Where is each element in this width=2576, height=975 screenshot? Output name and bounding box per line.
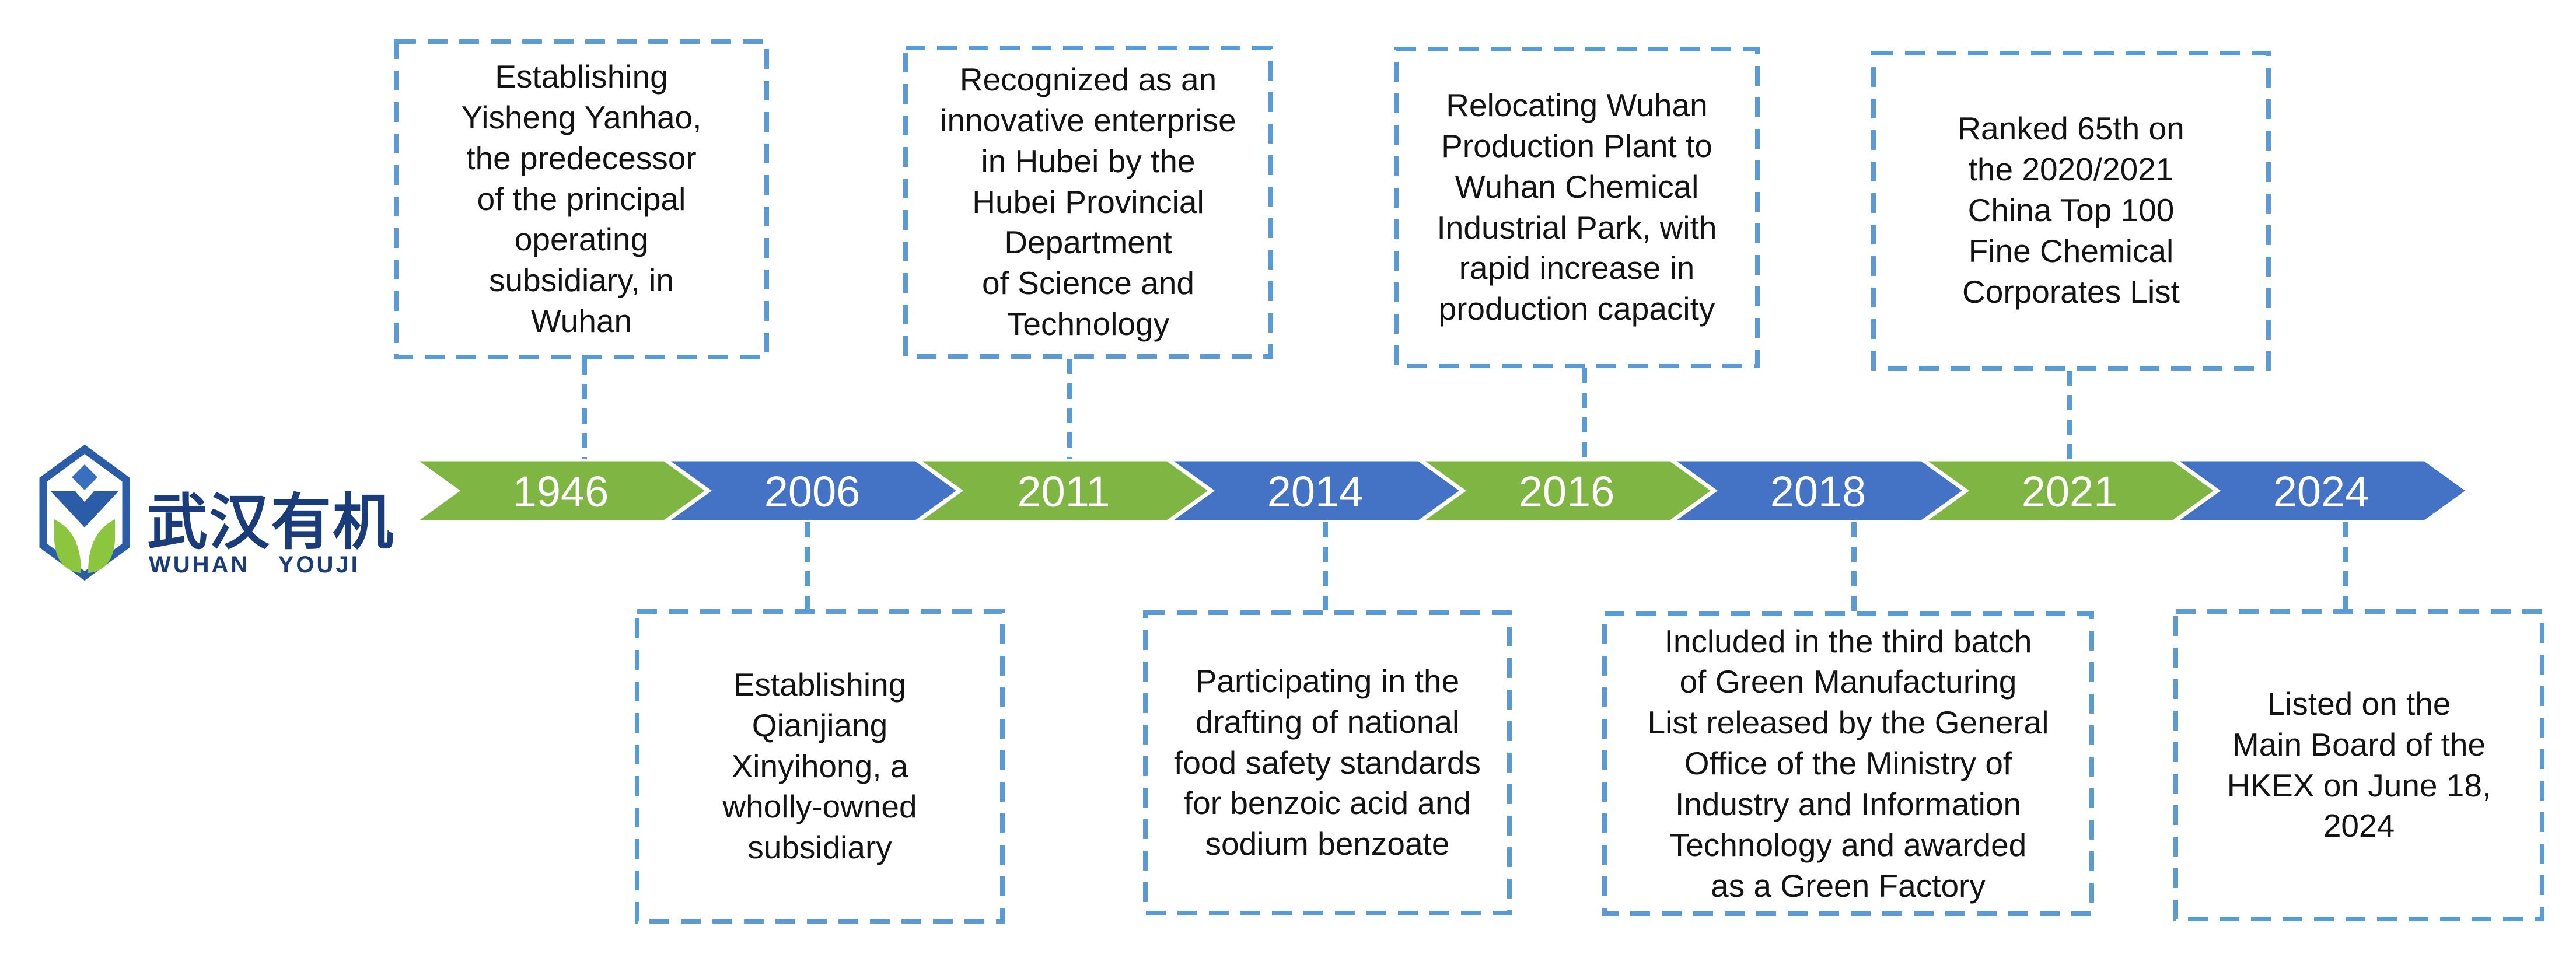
milestone-text-2014: Participating in the drafting of nationa…	[1174, 662, 1481, 862]
right-leaf-shape	[88, 519, 115, 573]
timeline-chevron-2021	[1916, 457, 2221, 525]
box-dashed-border	[2173, 609, 2544, 921]
milestone-text-1946: Establishing Yisheng Yanhao, the predece…	[461, 58, 702, 340]
year-label-2006: 2006	[764, 467, 861, 516]
year-label-2018: 2018	[1770, 467, 1867, 516]
logo-english-text: WUHAN YOUJI	[149, 552, 360, 578]
connector-1946	[582, 359, 587, 459]
logo-hexagon-icon	[39, 445, 130, 581]
logo-chinese-text: 武汉有机	[147, 489, 395, 557]
connector-2018	[1851, 522, 1857, 611]
company-logo: 武汉有机 WUHAN YOUJI	[39, 445, 401, 585]
year-label-2011: 2011	[1017, 467, 1110, 516]
chevron-wings-shape	[51, 491, 118, 527]
timeline-chevron-2018	[1664, 457, 1969, 525]
box-dashed-border	[903, 46, 1273, 359]
box-dashed-border	[1871, 51, 2271, 371]
milestone-box-1946: Establishing Yisheng Yanhao, the predece…	[394, 39, 769, 359]
timeline-chevron-2024	[2167, 457, 2472, 525]
connector-2014	[1323, 522, 1328, 610]
box-dashed-border	[635, 609, 1005, 924]
milestone-box-2024: Listed on the Main Board of the HKEX on …	[2173, 609, 2544, 921]
milestone-text-2011: Recognized as an innovative enterprise i…	[940, 61, 1236, 343]
year-label-2024: 2024	[2273, 467, 2369, 516]
box-dashed-border	[394, 39, 769, 359]
connector-2006	[805, 522, 810, 609]
box-dashed-border	[1602, 611, 2094, 916]
connector-2024	[2343, 522, 2348, 609]
left-leaf-shape	[54, 519, 81, 573]
connector-2016	[1582, 368, 1587, 459]
timeline-chevron-2006	[658, 457, 963, 525]
milestone-text-2006: Establishing Qianjiang Xinyihong, a whol…	[722, 666, 917, 866]
year-label-2014: 2014	[1267, 467, 1364, 516]
timeline-chevron-1946	[407, 457, 712, 525]
timeline-chevron-2014	[1161, 457, 1466, 525]
milestone-box-2006: Establishing Qianjiang Xinyihong, a whol…	[635, 609, 1005, 924]
year-label-2016: 2016	[1519, 467, 1615, 516]
milestone-box-2014: Participating in the drafting of nationa…	[1143, 610, 1512, 915]
milestone-text-2016: Relocating Wuhan Production Plant to Wuh…	[1436, 86, 1717, 327]
year-label-1946: 1946	[513, 467, 609, 516]
milestone-text-2024: Listed on the Main Board of the HKEX on …	[2227, 685, 2491, 844]
timeline-chevron-2011	[910, 457, 1215, 525]
milestone-box-2018: Included in the third batch of Green Man…	[1602, 611, 2094, 916]
milestone-text-2018: Included in the third batch of Green Man…	[1647, 623, 2049, 904]
milestone-box-2021: Ranked 65th on the 2020/2021 China Top 1…	[1871, 51, 2271, 371]
milestone-text-2021: Ranked 65th on the 2020/2021 China Top 1…	[1958, 110, 2184, 310]
milestone-box-2016: Relocating Wuhan Production Plant to Wuh…	[1394, 47, 1760, 368]
diamond-shape	[72, 464, 97, 490]
connector-2021	[2067, 371, 2072, 459]
box-dashed-border	[1394, 47, 1760, 368]
year-label-2021: 2021	[2022, 467, 2118, 516]
connector-2011	[1067, 359, 1072, 459]
timeline-chevron-2016	[1413, 457, 1718, 525]
milestone-box-2011: Recognized as an innovative enterprise i…	[903, 46, 1273, 359]
box-dashed-border	[1143, 610, 1512, 915]
